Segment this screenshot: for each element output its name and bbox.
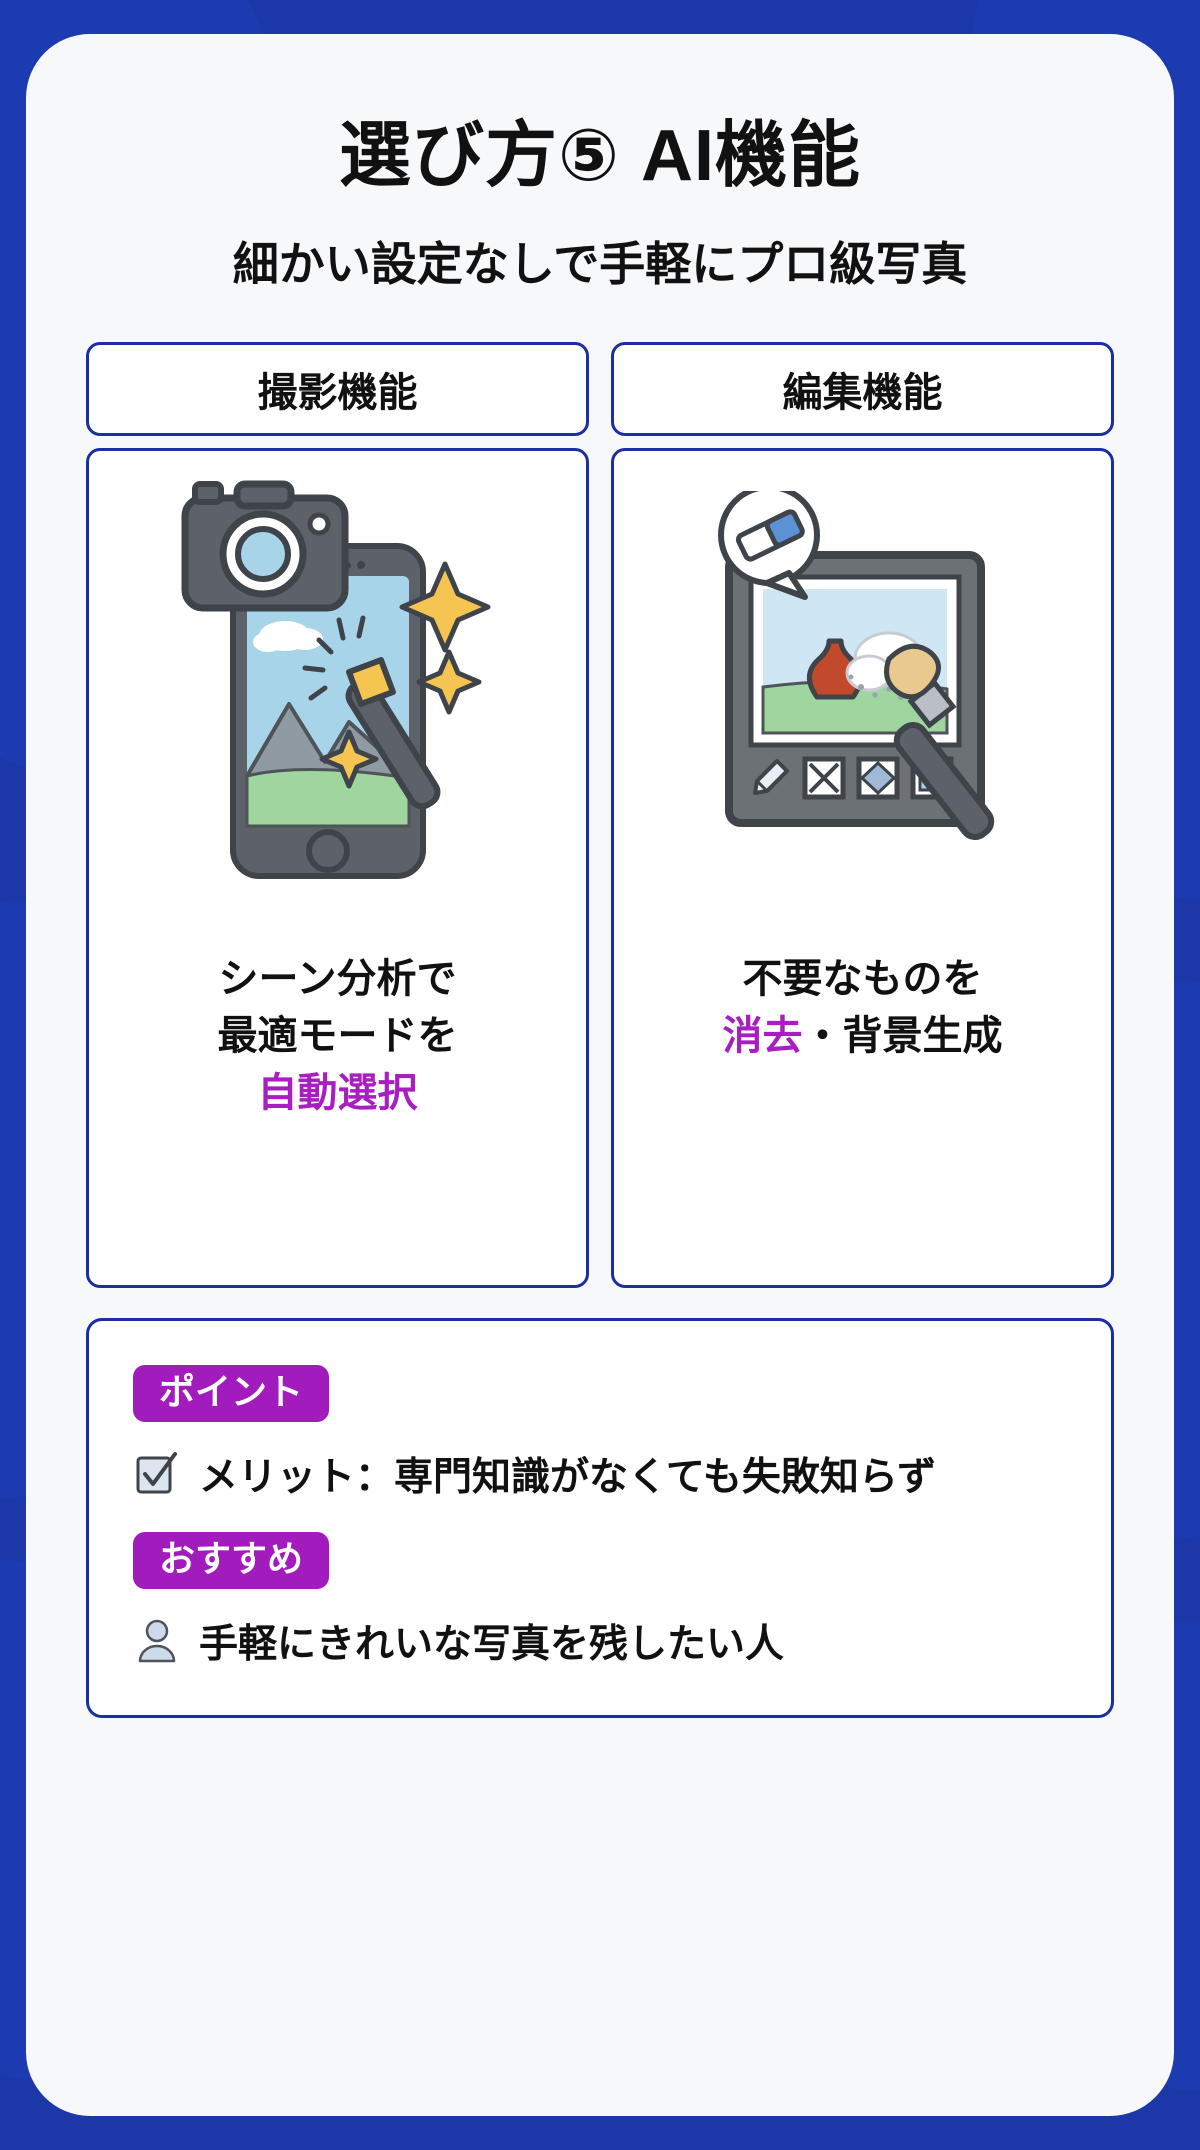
feature-columns: 撮影機能 [86,342,1114,1288]
column-body-shooting: シーン分析で 最適モードを 自動選択 [86,448,589,1288]
column-header-label: 編集機能 [782,371,943,415]
page-title: 選び方⑤ AI機能 [339,116,861,196]
summary-panel: ポイント メリット：専門知識がなくても失敗知らず おすすめ 手軽にきれいな写 [86,1318,1114,1718]
column-caption-editing: 不要なものを 消去・背景生成 [723,951,1003,1065]
caption-line: シーン分析で [218,957,457,1001]
column-shooting: 撮影機能 [86,342,589,1288]
point-badge: ポイント [133,1365,330,1422]
recommend-row: 手軽にきれいな写真を残したい人 [133,1613,1067,1669]
column-header-label: 撮影機能 [257,371,418,415]
recommend-badge: おすすめ [133,1532,330,1589]
content-sheet: 選び方⑤ AI機能 細かい設定なしで手軽にプロ級写真 撮影機能 [26,34,1174,2116]
recommend-text: 手軽にきれいな写真を残したい人 [199,1623,785,1666]
column-header-shooting: 撮影機能 [86,342,589,436]
caption-tail: ・背景生成 [802,1013,1003,1058]
checkbox-checked-icon [136,1452,177,1494]
caption-highlight: 消去 [722,1013,803,1058]
photo-eraser-brush-illustration [693,471,1033,941]
panel-spacer [133,1502,1067,1532]
page-subtitle: 細かい設定なしで手軽にプロ級写真 [232,238,968,290]
point-text: メリット：専門知識がなくても失敗知らず [199,1456,937,1499]
camera-phone-sparkle-wand-illustration [173,471,503,941]
caption-line-2: 消去・背景生成 [723,1008,1003,1065]
column-caption-shooting: シーン分析で 最適モードを 自動選択 [218,951,458,1121]
column-body-editing: 不要なものを 消去・背景生成 [611,448,1114,1288]
caption-line: 不要なものを [742,957,983,1001]
column-header-editing: 編集機能 [611,342,1114,436]
caption-line: 最適モードを [217,1013,458,1058]
caption-highlight: 自動選択 [257,1070,418,1115]
person-icon [138,1619,176,1663]
point-row: メリット：専門知識がなくても失敗知らず [133,1446,1067,1502]
column-editing: 編集機能 [611,342,1114,1288]
